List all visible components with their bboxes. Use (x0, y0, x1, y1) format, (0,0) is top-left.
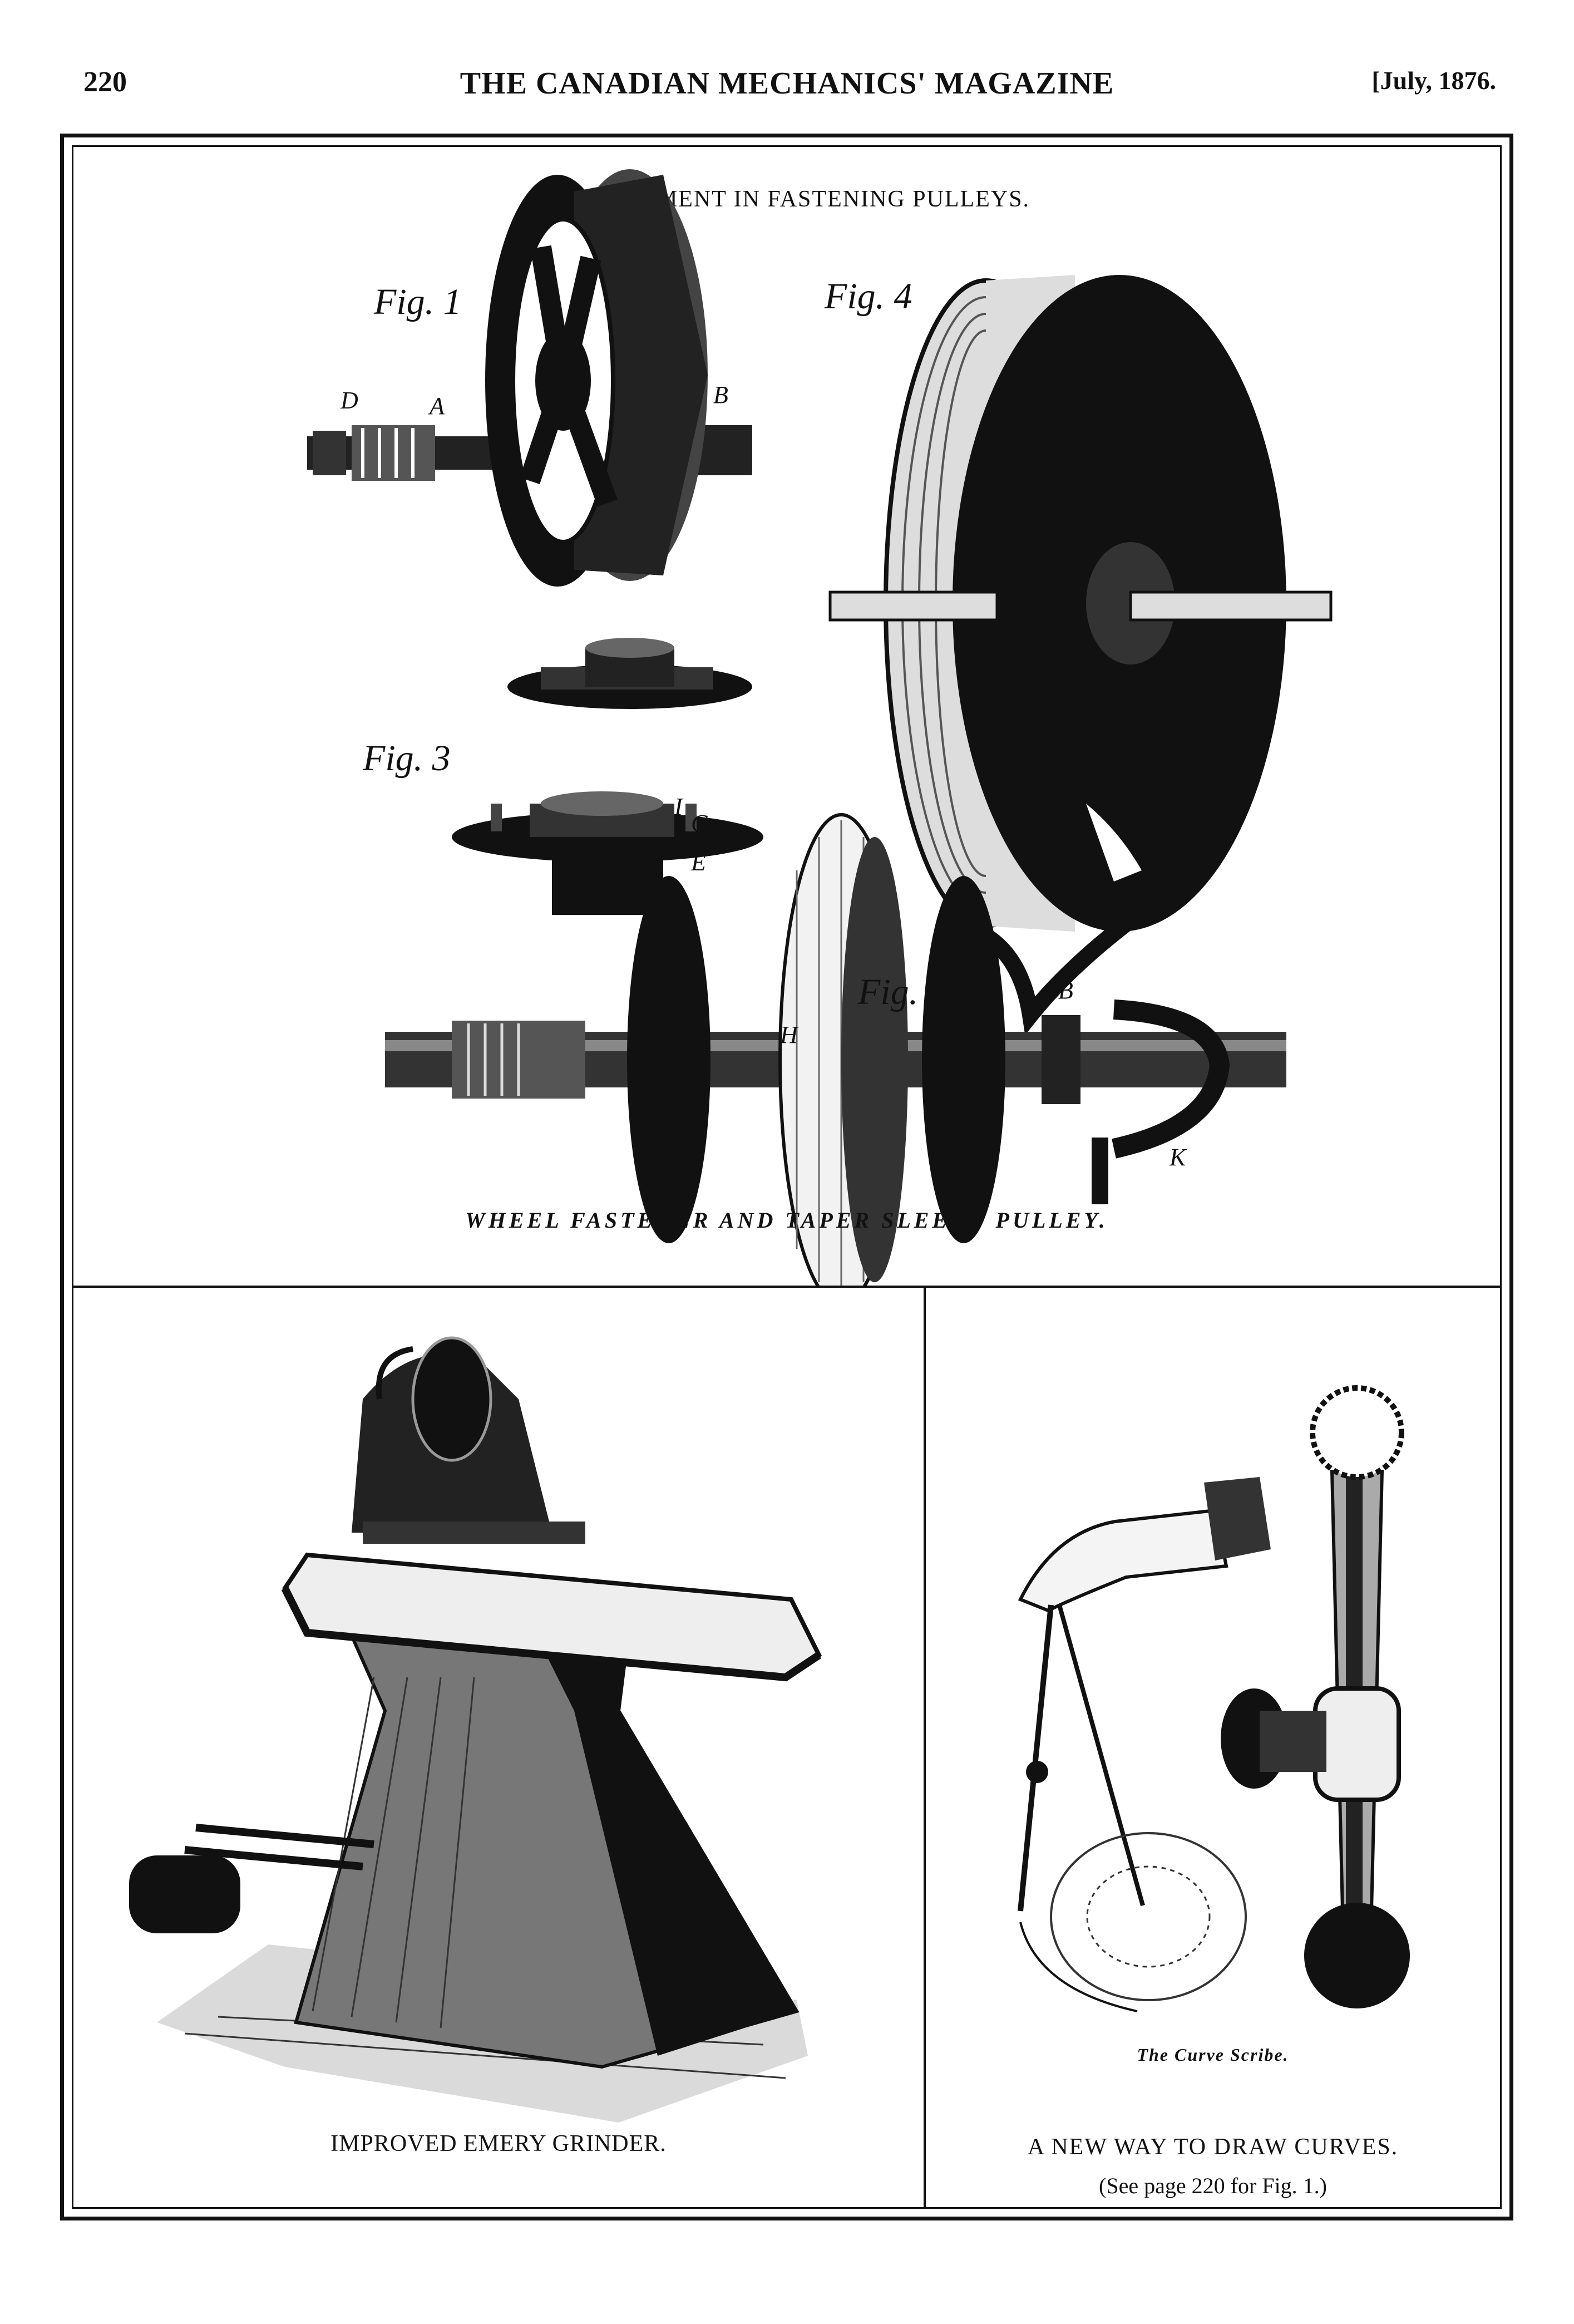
emery-grinder-panel: IMPROVED EMERY GRINDER. (73, 1288, 926, 2207)
label-h: H (779, 1021, 799, 1048)
page-header: 220 THE CANADIAN MECHANICS' MAGAZINE [Ju… (0, 66, 1574, 110)
fig1-label: Fig. 1 (373, 282, 462, 322)
curve-scribe-subcaption: The Curve Scribe. (1137, 2045, 1289, 2065)
curve-scribe-illustration (1018, 1385, 1410, 2012)
page-number: 220 (83, 66, 127, 98)
fig3-label: Fig. 3 (362, 738, 451, 779)
label-b-fig1: B (713, 381, 728, 408)
label-i: I (674, 793, 684, 820)
label-e-fig2: E (646, 982, 662, 1010)
fig2-label: Fig. 2 (857, 972, 946, 1012)
label-d: D (340, 387, 358, 414)
label-a: A (428, 392, 445, 420)
fig3-flanges-illustration (452, 638, 763, 915)
label-b-fig2: B (1058, 977, 1073, 1004)
illustration-frame-inner: IMPROVEMENT IN FASTENING PULLEYS. (72, 145, 1502, 2209)
label-f: F (963, 1016, 979, 1043)
illustration-frame: IMPROVEMENT IN FASTENING PULLEYS. (60, 134, 1513, 2220)
curve-scribe-reference: (See page 220 for Fig. 1.) (1099, 2173, 1327, 2198)
issue-date: [July, 1876. (1371, 66, 1496, 95)
curve-scribe-panel: The Curve Scribe. A NEW WAY TO DRAW CURV… (926, 1288, 1500, 2207)
curve-scribe-caption: A NEW WAY TO DRAW CURVES. (1027, 2134, 1399, 2160)
fig1-pulley-illustration (307, 169, 752, 587)
fig2-wheel-fastener-illustration (385, 813, 1286, 1286)
pulley-illustrations: Fig. 1 D A B (307, 169, 1333, 1286)
fig4-large-pulley-illustration (828, 275, 1333, 1036)
pulley-panel: IMPROVEMENT IN FASTENING PULLEYS. (73, 147, 1500, 1288)
label-g: G (691, 810, 709, 837)
label-k: K (1169, 1144, 1187, 1171)
pulley-panel-caption: WHEEL FASTENER AND TAPER SLEEVE PULLEY. (465, 1208, 1108, 1233)
emery-grinder-caption: IMPROVED EMERY GRINDER. (330, 2131, 667, 2156)
label-e-fig3: E (690, 849, 706, 876)
fig4-label: Fig. 4 (824, 276, 912, 317)
emery-grinder-illustration (129, 1336, 822, 2123)
magazine-title: THE CANADIAN MECHANICS' MAGAZINE (460, 66, 1114, 101)
